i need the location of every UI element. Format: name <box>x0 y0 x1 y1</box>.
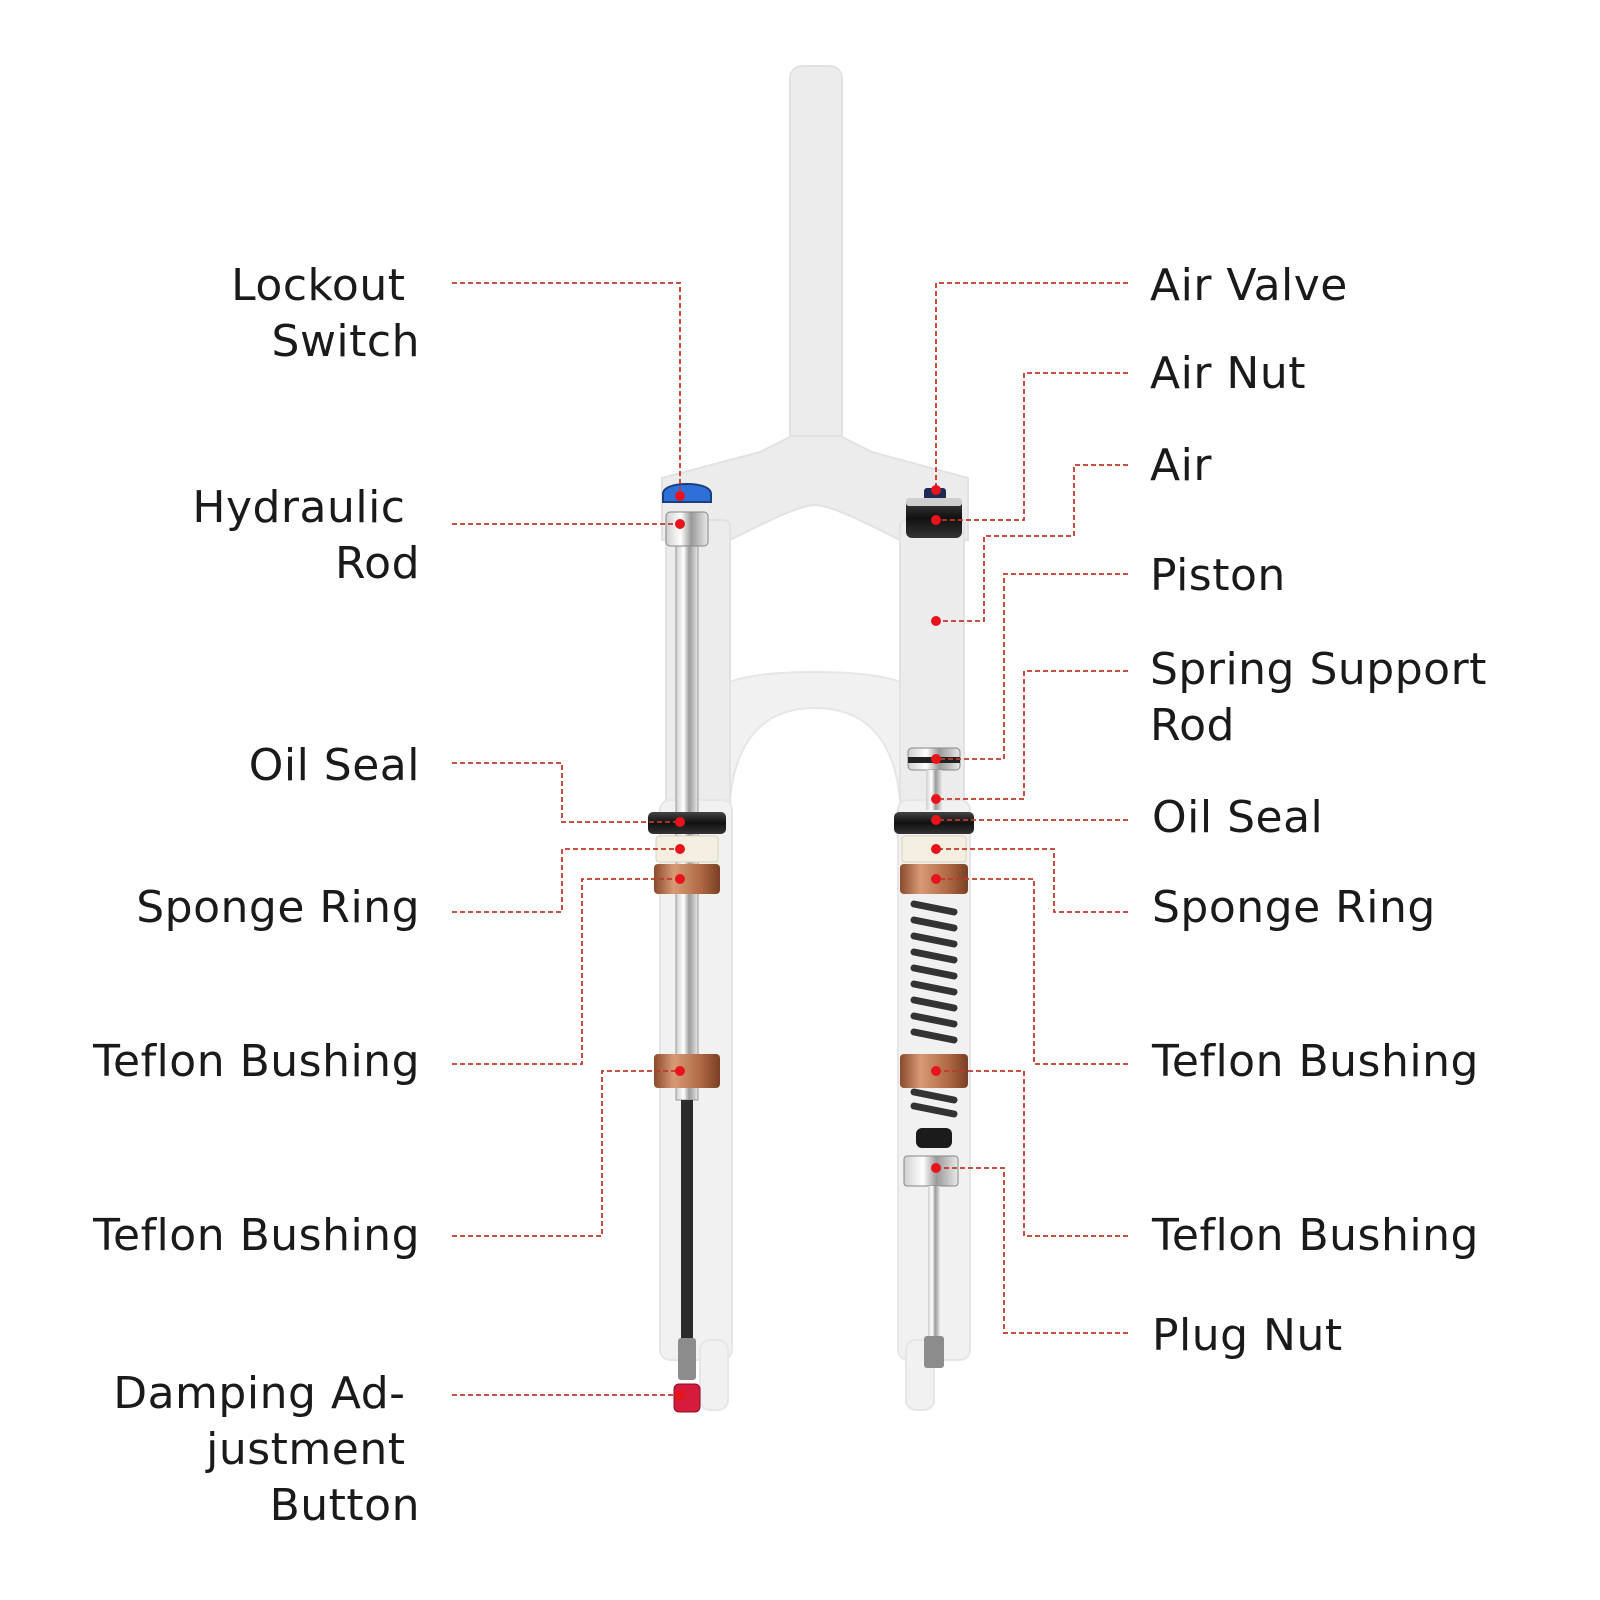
leader-piston <box>936 573 1128 760</box>
label-oil-seal-right: Oil Seal <box>1152 792 1323 843</box>
fork-body <box>659 65 971 1411</box>
label-teflon-bushing-left-2: Teflon Bushing <box>92 1210 420 1261</box>
label-sponge-ring-right: Sponge Ring <box>1152 882 1436 933</box>
leader-plug-nut <box>936 1167 1128 1334</box>
dot-air-nut <box>931 515 941 525</box>
dot-hydraulic-rod <box>675 519 685 529</box>
left-bushing-lower-part <box>654 1054 720 1088</box>
leader-sponge-ring-left <box>452 848 680 913</box>
air-nut-top-ring <box>906 498 962 506</box>
leader-spring-support-rod <box>936 670 1128 800</box>
label-air-nut: Air Nut <box>1150 348 1306 399</box>
left-labels: Lockout Switch Hydraulic Rod Oil Seal Sp… <box>92 260 420 1531</box>
label-teflon-bushing-right-2: Teflon Bushing <box>1151 1210 1479 1261</box>
damper-foot-nut <box>678 1338 696 1380</box>
label-plug-nut: Plug Nut <box>1152 1310 1343 1361</box>
spring-shaft <box>928 1186 940 1336</box>
leader-oil-seal-left <box>452 762 680 823</box>
label-damping-adjustment-button: Damping Ad- justment Button <box>113 1368 420 1531</box>
hydraulic-rod-cap <box>665 511 709 547</box>
dot-sponge-ring-left <box>675 844 685 854</box>
bottom-out-bumper <box>916 1128 952 1148</box>
leader-air-nut <box>936 372 1128 521</box>
dot-plug-nut <box>931 1163 941 1173</box>
lockout-switch-knob <box>662 482 712 503</box>
coil-spring <box>910 900 958 1118</box>
label-air-valve: Air Valve <box>1150 260 1348 311</box>
label-piston: Piston <box>1150 550 1286 601</box>
label-teflon-bushing-left-1: Teflon Bushing <box>92 1036 420 1087</box>
spring-support-rod-part <box>926 770 942 810</box>
dot-sponge-ring-right <box>931 844 941 854</box>
left-dropout <box>699 1339 729 1411</box>
plug-nut-part <box>903 1155 959 1187</box>
dot-lockout-switch <box>675 491 685 501</box>
label-teflon-bushing-right-1: Teflon Bushing <box>1151 1036 1479 1087</box>
label-hydraulic-rod: Hydraulic Rod <box>192 482 420 589</box>
dot-piston <box>931 754 941 764</box>
label-lockout-switch: Lockout Switch <box>231 260 420 367</box>
left-bushing-upper-part <box>654 864 720 894</box>
label-sponge-ring-left: Sponge Ring <box>136 882 420 933</box>
leader-teflon-bushing-right-1 <box>936 878 1128 1065</box>
dot-air-valve <box>931 485 941 495</box>
leader-teflon-bushing-right-2 <box>936 1070 1128 1237</box>
marker-dots <box>675 485 941 1400</box>
dot-damping-button <box>675 1390 685 1400</box>
dot-teflon-bushing-right-2 <box>931 1066 941 1076</box>
label-spring-support-rod: Spring Support Rod <box>1150 644 1501 751</box>
left-oil-seal-part <box>648 812 726 834</box>
shaft-end-nut <box>924 1336 944 1368</box>
leader-teflon-bushing-left-2 <box>452 1070 680 1237</box>
steerer-tube <box>789 65 843 457</box>
label-oil-seal-left: Oil Seal <box>249 740 420 791</box>
dot-air <box>931 616 941 626</box>
dot-teflon-bushing-left-2 <box>675 1066 685 1076</box>
leader-lines <box>452 282 1128 1396</box>
leader-teflon-bushing-left-1 <box>452 878 680 1065</box>
right-labels: Air Valve Air Nut Air Piston Spring Supp… <box>1150 260 1501 1361</box>
dot-oil-seal-right <box>931 815 941 825</box>
dot-oil-seal-left <box>675 817 685 827</box>
dot-teflon-bushing-right-1 <box>931 874 941 884</box>
crown <box>661 435 969 541</box>
leader-air <box>936 464 1128 622</box>
damper-shaft-lower <box>681 1100 693 1340</box>
leader-sponge-ring-right <box>936 848 1128 913</box>
dot-teflon-bushing-left-1 <box>675 874 685 884</box>
dot-spring-support-rod <box>931 794 941 804</box>
label-air: Air <box>1150 440 1212 491</box>
leader-lockout-switch <box>452 282 681 496</box>
leader-air-valve <box>935 282 1128 490</box>
